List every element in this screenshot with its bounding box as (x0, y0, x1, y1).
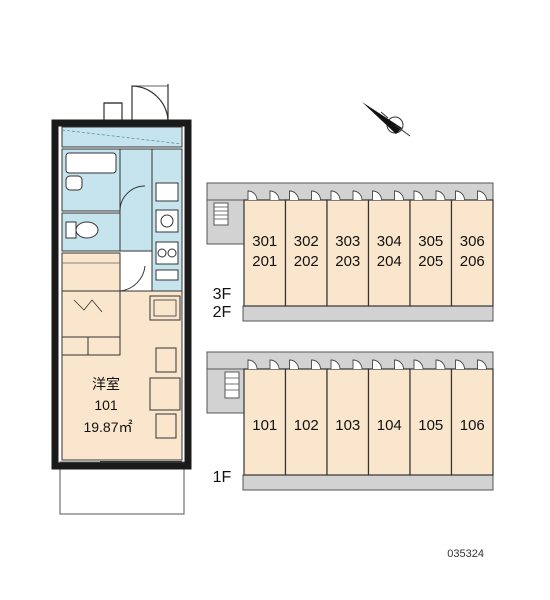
door-icon (394, 190, 404, 201)
entrance-door-icon (103, 84, 169, 124)
door-icon (372, 190, 382, 201)
unit-number-upper: 306 (460, 233, 485, 250)
unit-cell: 102 (284, 359, 328, 476)
unit-outline (243, 199, 287, 307)
unit-outline (367, 368, 411, 476)
door-icon (455, 190, 465, 201)
door-icon (435, 359, 446, 370)
room-area-label: 19.87㎡ (83, 419, 132, 435)
door-icon (289, 190, 299, 201)
unit-floor-plan: 洋室 101 19.87㎡ (51, 84, 192, 515)
washbasin-icon (65, 175, 83, 191)
door-icon (330, 190, 341, 201)
furniture-icon (61, 290, 181, 439)
ground-balcony-strip (242, 474, 494, 491)
unit-number-lower: 201 (252, 253, 277, 270)
door-icon (289, 359, 299, 370)
balcony (59, 461, 185, 515)
floor-label-1f: 1F (213, 469, 232, 486)
door-icon (311, 359, 321, 370)
unit-outline (326, 199, 370, 307)
closet (61, 252, 121, 292)
upper-balcony-strip (242, 305, 494, 322)
unit-outline (326, 368, 370, 476)
unit-cell: 104 (367, 359, 411, 476)
unit-outline (243, 368, 287, 476)
unit-number-lower: 202 (294, 253, 319, 270)
ground-floor-block: 101 102 103 104 105 106 1F (206, 351, 494, 491)
unit-number: 102 (294, 417, 319, 434)
unit-cell: 106 (450, 359, 494, 476)
door-icon (352, 359, 363, 370)
kitchen-fixtures-icon (155, 182, 179, 281)
door-icon (311, 190, 321, 201)
unit-number-lower: 205 (418, 253, 443, 270)
door-icon (413, 359, 424, 370)
door-icon (352, 190, 363, 201)
door-icon (477, 359, 487, 370)
unit-number-upper: 301 (252, 233, 277, 250)
unit-outline (450, 199, 494, 307)
unit-outline (284, 199, 328, 307)
unit-number: 101 (252, 417, 277, 434)
outer-walls (51, 119, 192, 470)
room-number-label: 101 (94, 397, 118, 413)
unit-number-lower: 204 (377, 253, 402, 270)
door-icon (413, 190, 424, 201)
bathtub-icon (65, 152, 117, 174)
door-icon (247, 190, 258, 201)
room-type-label: 洋室 (92, 376, 120, 392)
hallway (119, 148, 153, 252)
unit-number-upper: 303 (335, 233, 360, 250)
unit-outline (284, 368, 328, 476)
unit-number: 106 (460, 417, 485, 434)
toilet-icon (65, 221, 99, 239)
door-icon (455, 359, 465, 370)
stairs-icon (224, 371, 240, 399)
unit-number-upper: 302 (294, 233, 319, 250)
floor-label-2f: 2F (213, 304, 232, 321)
unit-cell: 101 (243, 359, 287, 476)
unit-cell: 103 (326, 359, 370, 476)
unit-number: 103 (335, 417, 360, 434)
floor-label-3f: 3F (213, 286, 232, 303)
door-icon (372, 359, 382, 370)
unit-number-lower: 203 (335, 253, 360, 270)
unit-number: 104 (377, 417, 402, 434)
unit-cell: 105 (409, 359, 453, 476)
unit-number: 105 (418, 417, 443, 434)
door-icon (269, 359, 280, 370)
stairs-icon (213, 202, 229, 226)
unit-number-upper: 305 (418, 233, 443, 250)
door-icon (247, 359, 258, 370)
door-icon (394, 359, 404, 370)
door-icon (477, 190, 487, 201)
unit-number-upper: 304 (377, 233, 402, 250)
property-code: 035324 (447, 548, 484, 560)
door-icon (269, 190, 280, 201)
unit-number-lower: 206 (460, 253, 485, 270)
north-arrow-icon (362, 102, 411, 137)
door-icon (330, 359, 341, 370)
door-icon (435, 190, 446, 201)
unit-outline (450, 368, 494, 476)
